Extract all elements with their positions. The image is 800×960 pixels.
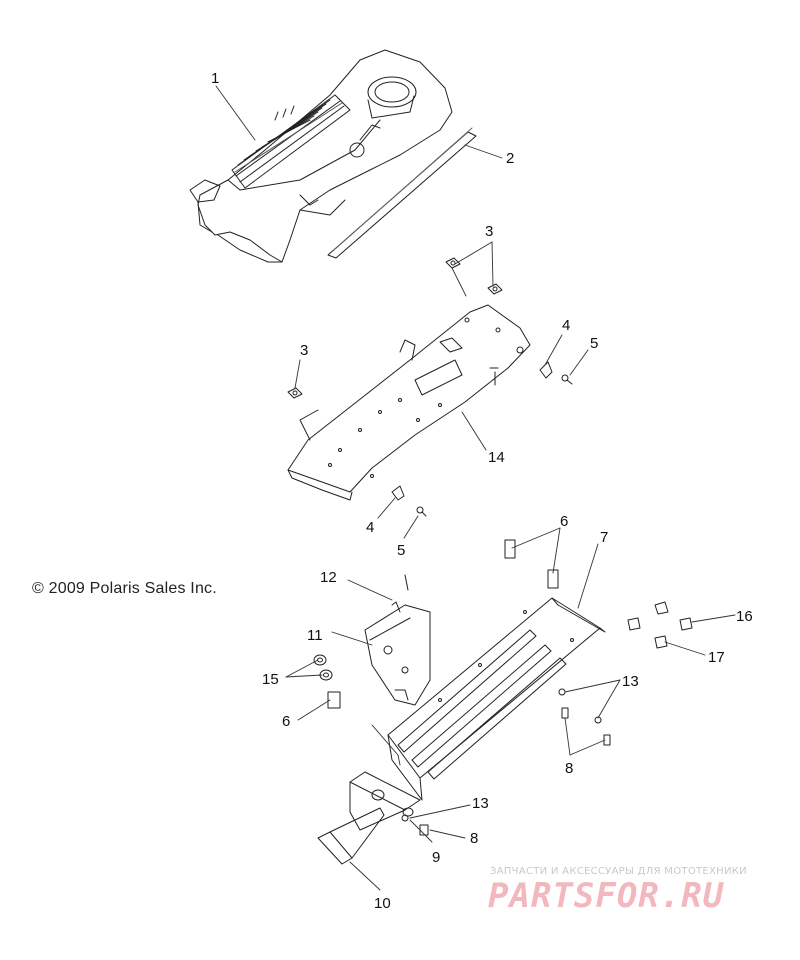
callout-10: 10 (374, 895, 391, 912)
part-15-grommet (313, 654, 333, 681)
part-6-stud (327, 539, 559, 709)
callout-16: 16 (736, 608, 753, 625)
copyright-notice: © 2009 Polaris Sales Inc. (32, 580, 217, 597)
part-2-seal-strip (327, 127, 477, 259)
part-8-pin (419, 707, 611, 836)
part-10-bracket (317, 807, 385, 865)
callout-14: 14 (488, 449, 505, 466)
callout-4: 4 (562, 317, 570, 334)
callout-4: 4 (366, 519, 374, 536)
watermark-tagline: ЗАПЧАСТИ И АКСЕССУАРЫ ДЛЯ МОТОТЕХНИКИ (490, 866, 747, 877)
part-1-airbox-cover (189, 49, 453, 263)
callout-17: 17 (708, 649, 725, 666)
callout-3: 3 (485, 223, 493, 240)
callout-2: 2 (506, 150, 514, 167)
intake-ring (367, 76, 417, 108)
part-12-screw (391, 574, 409, 613)
part-5-screw (416, 374, 573, 517)
callout-6: 6 (282, 713, 290, 730)
callout-labels: 1 2 3 3 4 4 5 5 6 6 7 8 8 9 10 11 12 13 … (211, 70, 753, 912)
callout-5: 5 (590, 335, 598, 352)
part-14-upper-plate (287, 304, 531, 501)
callout-3: 3 (300, 342, 308, 359)
callout-1: 1 (211, 70, 219, 87)
part-17-nut (627, 617, 668, 649)
callout-13: 13 (622, 673, 639, 690)
part-3-nut (287, 257, 503, 399)
callout-15: 15 (262, 671, 279, 688)
callout-13: 13 (472, 795, 489, 812)
callout-6: 6 (560, 513, 568, 530)
callout-9: 9 (432, 849, 440, 866)
callout-11: 11 (307, 627, 323, 644)
watermark-brand: PARTSFOR.RU (488, 876, 725, 916)
leader-lines (215, 85, 736, 891)
part-7-lower-tray (349, 597, 606, 831)
callout-12: 12 (320, 569, 337, 586)
callout-8: 8 (565, 760, 573, 777)
part-11-mount-plate (364, 604, 431, 706)
grille (231, 94, 351, 189)
callout-7: 7 (600, 529, 608, 546)
callout-5: 5 (397, 542, 405, 559)
part-16-bolt (654, 601, 693, 631)
callout-8: 8 (470, 830, 478, 847)
